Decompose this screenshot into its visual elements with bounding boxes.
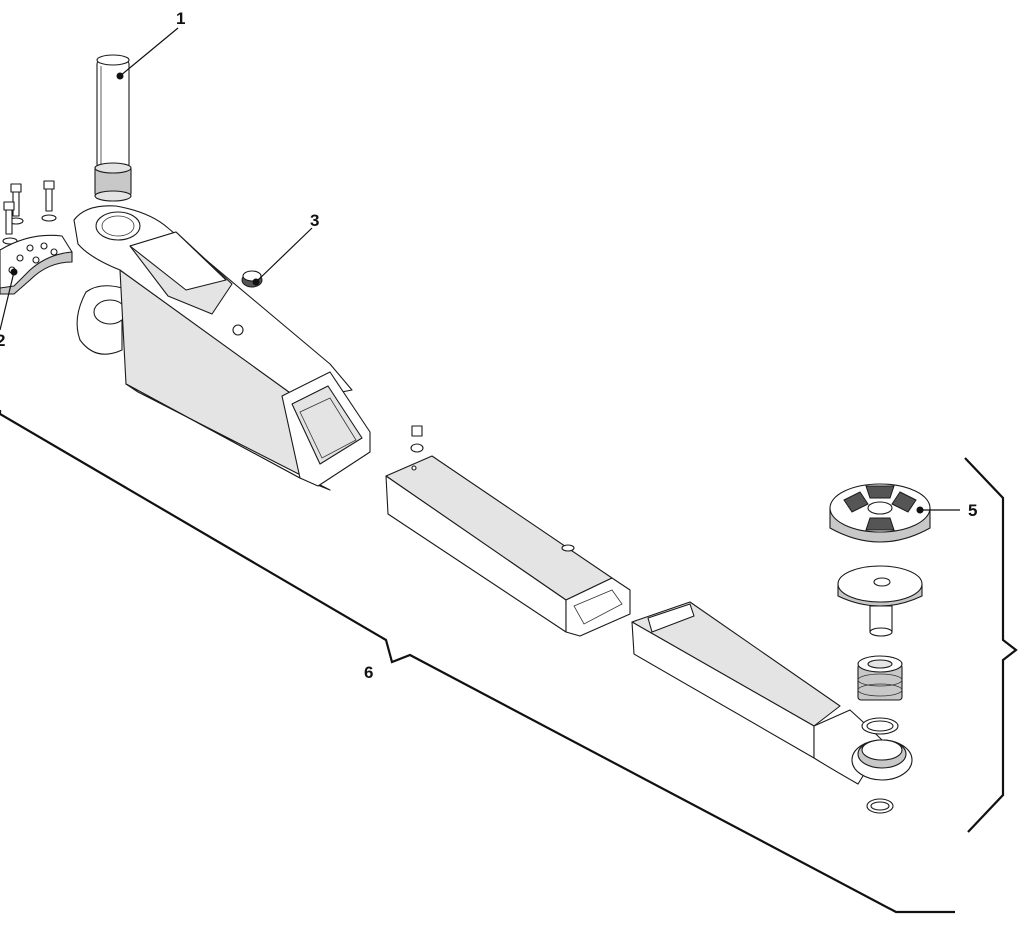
gear-segment-part-2: [0, 234, 73, 295]
o-ring: [861, 717, 899, 735]
assembly-bracket-6: [0, 410, 955, 914]
snap-ring: [866, 798, 894, 814]
middle-extension-arm: [385, 425, 631, 637]
leader-5: [916, 506, 960, 514]
callout-5: 5: [968, 501, 977, 520]
callout-3: 3: [310, 211, 319, 230]
callout-2: 2: [0, 331, 5, 350]
leader-1: [116, 27, 179, 80]
pin-part-1: [94, 54, 132, 202]
callout-6: 6: [364, 663, 373, 682]
callout-1: 1: [176, 9, 185, 28]
leader-3: [252, 227, 313, 286]
leader-2: [0, 268, 18, 331]
pad-holder: [837, 565, 923, 637]
lift-pad-part-5: [829, 483, 931, 543]
threaded-bushing: [857, 655, 903, 701]
lower-extension-arm: [631, 601, 913, 785]
bolts-and-washers: [2, 180, 57, 245]
main-arm-body: [73, 205, 371, 491]
right-brace: [964, 457, 1018, 833]
